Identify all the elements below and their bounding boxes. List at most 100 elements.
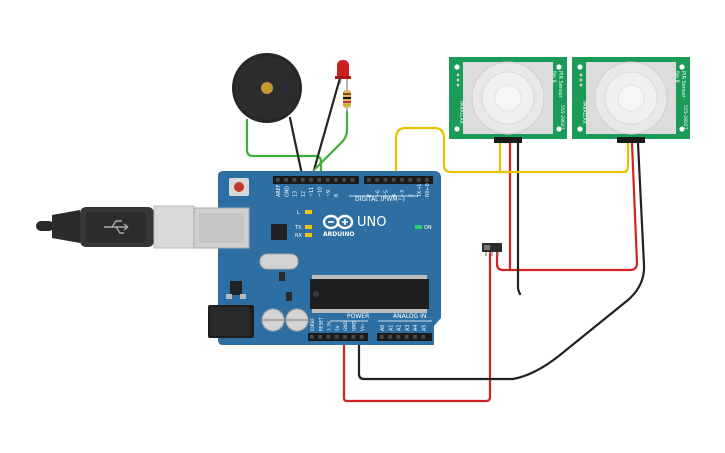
- pin-label: A2: [397, 325, 403, 331]
- brand-label: ARDUINO: [323, 231, 354, 238]
- pin-label: ~9: [326, 190, 332, 197]
- pin-dot: [579, 73, 583, 77]
- mount-hole: [556, 64, 562, 70]
- pin-label: IOREF: [310, 318, 316, 331]
- pin-hole[interactable]: [375, 178, 379, 182]
- led-rx-label: RX: [295, 233, 302, 239]
- power-pin-holes[interactable]: [310, 335, 364, 339]
- analog-pin-holes[interactable]: [380, 335, 426, 339]
- wire-red-switch-pirs[interactable]: [495, 141, 639, 272]
- usb-cable[interactable]: [36, 205, 195, 249]
- digital-pin-holes[interactable]: [276, 178, 429, 182]
- pin-hole[interactable]: [421, 335, 426, 339]
- piezo-buzzer[interactable]: [232, 53, 302, 123]
- pin-dot: [456, 83, 460, 87]
- pin-label: A1: [388, 325, 394, 331]
- pin-label: GND: [284, 186, 290, 197]
- pin-hole[interactable]: [326, 335, 331, 339]
- pin-hole[interactable]: [300, 178, 305, 182]
- pin-label: A5: [422, 325, 428, 331]
- pin-dot: [456, 78, 460, 82]
- pin-hole[interactable]: [284, 178, 288, 182]
- pin-hole[interactable]: [309, 178, 313, 182]
- pin-label: TX→1: [417, 184, 423, 198]
- pin-label: GND: [343, 320, 349, 331]
- reset-button[interactable]: [229, 178, 249, 196]
- pin-hole[interactable]: [351, 335, 356, 339]
- digital-header: [364, 176, 433, 184]
- pin-hole[interactable]: [367, 178, 371, 182]
- mount-hole: [454, 126, 460, 132]
- pin-hole[interactable]: [292, 178, 297, 182]
- wire-black-gnd-pir[interactable]: [357, 141, 646, 381]
- pin-label: Vin: [360, 324, 366, 331]
- wire-black-pir1[interactable]: [516, 141, 522, 296]
- pin-hole[interactable]: [396, 335, 401, 339]
- wire-green-led[interactable]: [312, 110, 349, 186]
- mount-hole: [679, 126, 685, 132]
- model-label: UNO: [357, 215, 386, 230]
- pin-hole[interactable]: [343, 335, 347, 339]
- mount-hole: [679, 64, 685, 70]
- wire-black-led[interactable]: [308, 76, 342, 186]
- on-label: ON: [424, 225, 432, 231]
- pin-hole[interactable]: [350, 178, 355, 182]
- pin-hole[interactable]: [388, 335, 392, 339]
- pin-hole[interactable]: [359, 335, 364, 339]
- pin-label: ~11: [309, 187, 315, 197]
- pin-hole[interactable]: [334, 335, 339, 339]
- pir-part-label: 555-28027: [559, 105, 565, 130]
- atmega-chip: [310, 279, 429, 309]
- pin-hole[interactable]: [400, 178, 404, 182]
- pin-hole[interactable]: [325, 178, 330, 182]
- pir-header: [494, 137, 522, 143]
- wire-green-buzzer[interactable]: [245, 118, 323, 186]
- regulator: [230, 281, 242, 295]
- pin-hole[interactable]: [317, 178, 322, 182]
- pin-hole[interactable]: [276, 178, 280, 182]
- mount-hole: [577, 126, 583, 132]
- wires: [245, 76, 646, 403]
- pin-label: AREF: [276, 184, 282, 197]
- pin-dot: [456, 73, 460, 77]
- pin-label: A4: [413, 325, 419, 331]
- pin-label: ~10: [318, 187, 324, 197]
- pin-label: ~6: [375, 190, 381, 197]
- mount-hole: [454, 64, 460, 70]
- status-leds: [305, 210, 422, 237]
- led-l-label: L: [297, 210, 300, 216]
- pin-hole[interactable]: [318, 335, 322, 339]
- slide-switch[interactable]: [482, 243, 502, 256]
- red-led[interactable]: [335, 60, 351, 86]
- wire-red-5v-switch[interactable]: [342, 251, 492, 403]
- pin-hole[interactable]: [391, 178, 396, 182]
- pin-hole[interactable]: [416, 178, 421, 182]
- pin-hole[interactable]: [425, 178, 429, 182]
- digital-header: [273, 176, 359, 184]
- pin-label: 4: [392, 194, 398, 197]
- pin-hole[interactable]: [383, 178, 388, 182]
- pin-hole[interactable]: [380, 335, 384, 339]
- mount-hole: [577, 64, 583, 70]
- pin-label: 7: [367, 194, 373, 197]
- pin-hole[interactable]: [334, 178, 338, 182]
- usb-icon: [104, 220, 129, 234]
- analog-label: ANALOG IN: [393, 313, 426, 320]
- pin-hole[interactable]: [408, 178, 413, 182]
- pin-hole[interactable]: [413, 335, 417, 339]
- resistor[interactable]: [343, 86, 351, 112]
- pin-hole[interactable]: [404, 335, 409, 339]
- wire-yellow-signal[interactable]: [394, 126, 630, 186]
- pin-label: RESET: [318, 317, 324, 331]
- pin-hole[interactable]: [310, 335, 314, 339]
- pir-title-label: PIR Sensor: [680, 71, 686, 99]
- digital-label: DIGITAL (PWM~): [355, 196, 405, 203]
- pin-hole[interactable]: [342, 178, 346, 182]
- pir-part-label: 555-28027: [682, 105, 688, 130]
